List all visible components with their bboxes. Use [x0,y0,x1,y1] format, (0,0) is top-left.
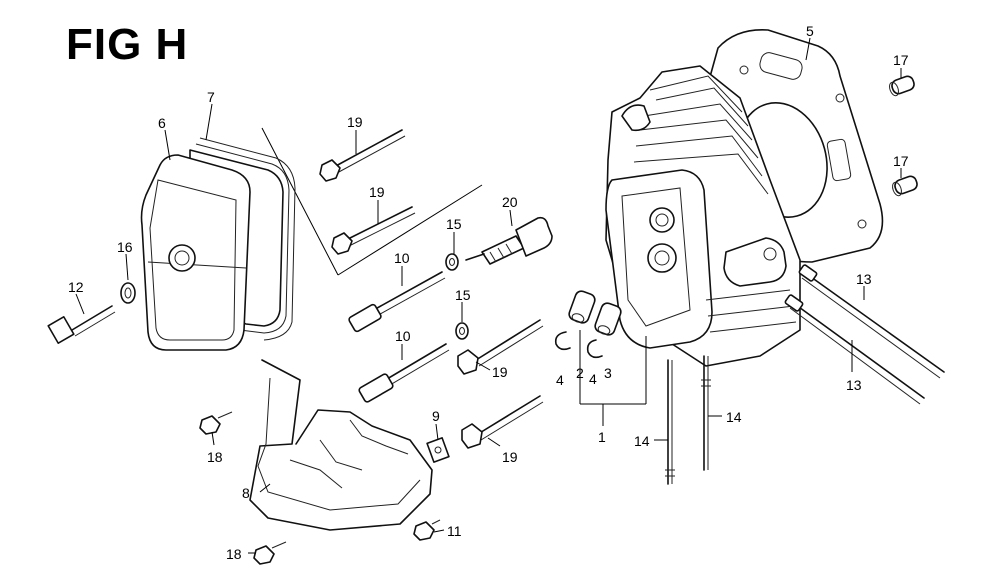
callout-15-lower: 15 [455,287,471,303]
callout-14-left: 14 [634,433,650,449]
retaining-clip-left [554,331,571,351]
dowel-pin-lower [892,175,918,197]
callout-19-bottom: 19 [502,449,518,465]
callout-labels: 7 6 16 12 19 19 20 15 15 10 10 19 19 9 8… [68,23,909,562]
callout-7: 7 [207,89,215,105]
callout-9: 9 [432,408,440,424]
callout-15-upper: 15 [446,216,462,232]
stud-bolt-lower [358,343,450,403]
small-bolt-bracket [413,519,441,541]
valve-cap-2 [568,290,596,324]
callout-19-top: 19 [347,114,363,130]
head-shroud-bracket [249,359,433,531]
callout-6: 6 [158,115,166,131]
callout-18-lower: 18 [226,546,242,562]
retaining-clip-right [586,339,603,359]
callout-13-lower: 13 [846,377,862,393]
callout-14-right: 14 [726,409,742,425]
valve-cap-3 [594,302,622,336]
washer-upper [445,253,459,271]
callout-5: 5 [806,23,814,39]
valve-cover [140,154,251,351]
callout-18-upper: 18 [207,449,223,465]
bolt-middle [457,319,544,375]
callout-1: 1 [598,429,606,445]
callout-4-right: 4 [589,371,597,387]
dowel-pin-upper [889,75,915,97]
callout-20: 20 [502,194,518,210]
bolt-top-2 [331,206,416,255]
divider-lines [261,127,483,276]
sealing-washer [120,282,136,304]
callout-2: 2 [576,365,584,381]
callout-13-upper: 13 [856,271,872,287]
long-stud-upper [798,264,945,379]
callout-17-lower: 17 [893,153,909,169]
callout-8: 8 [242,485,250,501]
callout-4-left: 4 [556,372,564,388]
callout-12: 12 [68,279,84,295]
bolt-bottom [461,395,544,449]
cover-bolt [47,305,116,344]
leader-lines [75,37,902,554]
figure-title: FIG H [66,20,189,69]
spark-plug [465,216,553,265]
callout-19-second: 19 [369,184,385,200]
long-stud-lower [784,294,925,405]
callout-17-upper: 17 [893,52,909,68]
stud-vertical-right [701,355,711,471]
cylinder-head [605,65,801,367]
stud-bolt-upper [348,271,446,333]
callout-10-lower: 10 [395,328,411,344]
callout-10-upper: 10 [394,250,410,266]
callout-3: 3 [604,365,612,381]
callout-16: 16 [117,239,133,255]
small-bolt-upper [199,411,233,435]
bracket-clip [426,437,450,463]
stud-vertical-left [665,359,675,485]
small-bolt-lower [253,541,287,565]
washer-lower [455,322,469,340]
callout-19-middle: 19 [492,364,508,380]
callout-11: 11 [447,523,462,539]
bolt-top-1 [319,129,406,182]
